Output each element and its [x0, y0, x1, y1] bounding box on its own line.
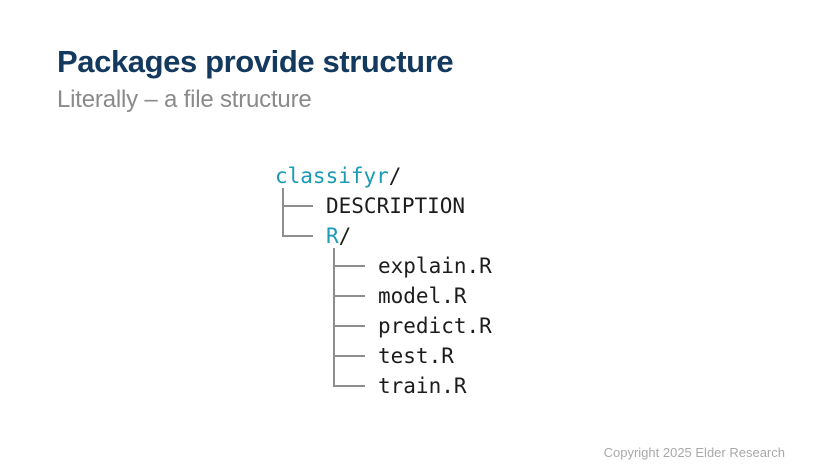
tree-item-test-r: test.R: [378, 344, 454, 368]
tree-item-predict-r: predict.R: [378, 314, 492, 338]
tree-item-description: DESCRIPTION: [326, 194, 466, 218]
tree-item-explain-r: explain.R: [378, 254, 492, 278]
tree-branch-horizontal-model: [333, 295, 365, 297]
tree-branch-horizontal-description: [282, 205, 313, 207]
page-subtitle: Literally – a file structure: [57, 86, 312, 113]
directory-slash: /: [338, 224, 352, 248]
page-title: Packages provide structure: [57, 44, 454, 79]
tree-item-classifyr-dir: classifyr/: [275, 161, 401, 191]
tree-branch-vertical-r-dir: [333, 248, 335, 387]
directory-slash: /: [388, 164, 402, 188]
copyright-notice: Copyright 2025 Elder Research: [603, 445, 785, 460]
directory-name: R: [326, 224, 339, 248]
tree-item-train-r: train.R: [378, 374, 467, 398]
tree-branch-horizontal-explain: [333, 265, 365, 267]
tree-item-model-r: model.R: [378, 284, 467, 308]
directory-name: classifyr: [275, 164, 389, 188]
tree-branch-horizontal-train: [333, 385, 365, 387]
tree-branch-vertical-root: [282, 188, 284, 237]
tree-branch-horizontal-predict: [333, 325, 365, 327]
tree-branch-horizontal-test: [333, 355, 365, 357]
tree-branch-horizontal-r-dir: [282, 235, 313, 237]
tree-item-r-dir: R/: [326, 221, 351, 251]
